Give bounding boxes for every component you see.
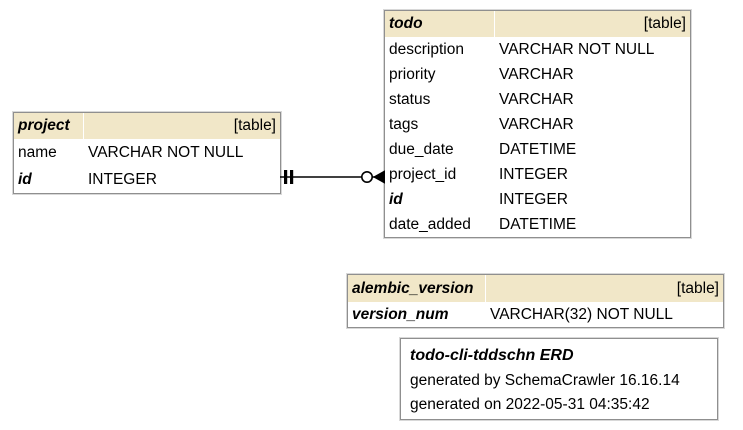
- table-row: priority VARCHAR: [385, 62, 690, 87]
- column-type: VARCHAR: [499, 90, 574, 108]
- diagram-title: todo-cli-tddschn ERD: [410, 347, 574, 364]
- column-name: tags: [385, 112, 495, 137]
- table-name: alembic_version: [348, 275, 486, 302]
- table-header: alembic_version [table]: [348, 275, 723, 302]
- one-mandatory-icon: [284, 170, 294, 184]
- table-name: todo: [385, 11, 495, 37]
- column-name: status: [385, 87, 495, 112]
- table-row: due_date DATETIME: [385, 137, 690, 162]
- generated-on-line: generated on 2022-05-31 04:35:42: [410, 396, 650, 413]
- table-row: date_added DATETIME: [385, 212, 690, 237]
- table-row: status VARCHAR: [385, 87, 690, 112]
- column-name: priority: [385, 62, 495, 87]
- table-badge: [table]: [495, 11, 690, 37]
- column-type: VARCHAR: [499, 65, 574, 83]
- table-badge: [table]: [84, 113, 280, 139]
- table-row: tags VARCHAR: [385, 112, 690, 137]
- zero-or-many-icon: [361, 170, 385, 184]
- column-name: date_added: [385, 212, 495, 237]
- column-name: version_num: [348, 302, 486, 327]
- table-header: project [table]: [14, 113, 280, 139]
- column-type: INTEGER: [499, 165, 568, 183]
- table-row: description VARCHAR NOT NULL: [385, 37, 690, 62]
- table-header: todo [table]: [385, 11, 690, 37]
- erd-table-todo: todo [table] description VARCHAR NOT NUL…: [383, 9, 692, 239]
- erd-table-alembic-version: alembic_version [table] version_num VARC…: [346, 273, 725, 329]
- column-name: id: [385, 187, 495, 212]
- column-type: DATETIME: [499, 215, 577, 233]
- relationship-connector: [280, 170, 385, 184]
- column-name: id: [14, 166, 84, 193]
- table-row: version_num VARCHAR(32) NOT NULL: [348, 302, 723, 327]
- diagram-title-box: todo-cli-tddschn ERD generated by Schema…: [399, 337, 719, 421]
- table-badge: [table]: [486, 275, 723, 302]
- column-type: VARCHAR NOT NULL: [499, 40, 655, 58]
- column-type: INTEGER: [88, 170, 157, 188]
- column-type: VARCHAR(32) NOT NULL: [490, 305, 673, 323]
- column-name: project_id: [385, 162, 495, 187]
- column-name: name: [14, 139, 84, 166]
- table-name: project: [14, 113, 84, 139]
- column-type: VARCHAR NOT NULL: [88, 143, 244, 161]
- generated-by-line: generated by SchemaCrawler 16.16.14: [410, 372, 680, 389]
- table-row: id INTEGER: [14, 166, 280, 193]
- table-row: name VARCHAR NOT NULL: [14, 139, 280, 166]
- table-row: id INTEGER: [385, 187, 690, 212]
- erd-table-project: project [table] name VARCHAR NOT NULL id…: [12, 111, 282, 195]
- column-type: VARCHAR: [499, 115, 574, 133]
- column-name: due_date: [385, 137, 495, 162]
- column-name: description: [385, 37, 495, 62]
- table-row: project_id INTEGER: [385, 162, 690, 187]
- column-type: DATETIME: [499, 140, 577, 158]
- column-type: INTEGER: [499, 190, 568, 208]
